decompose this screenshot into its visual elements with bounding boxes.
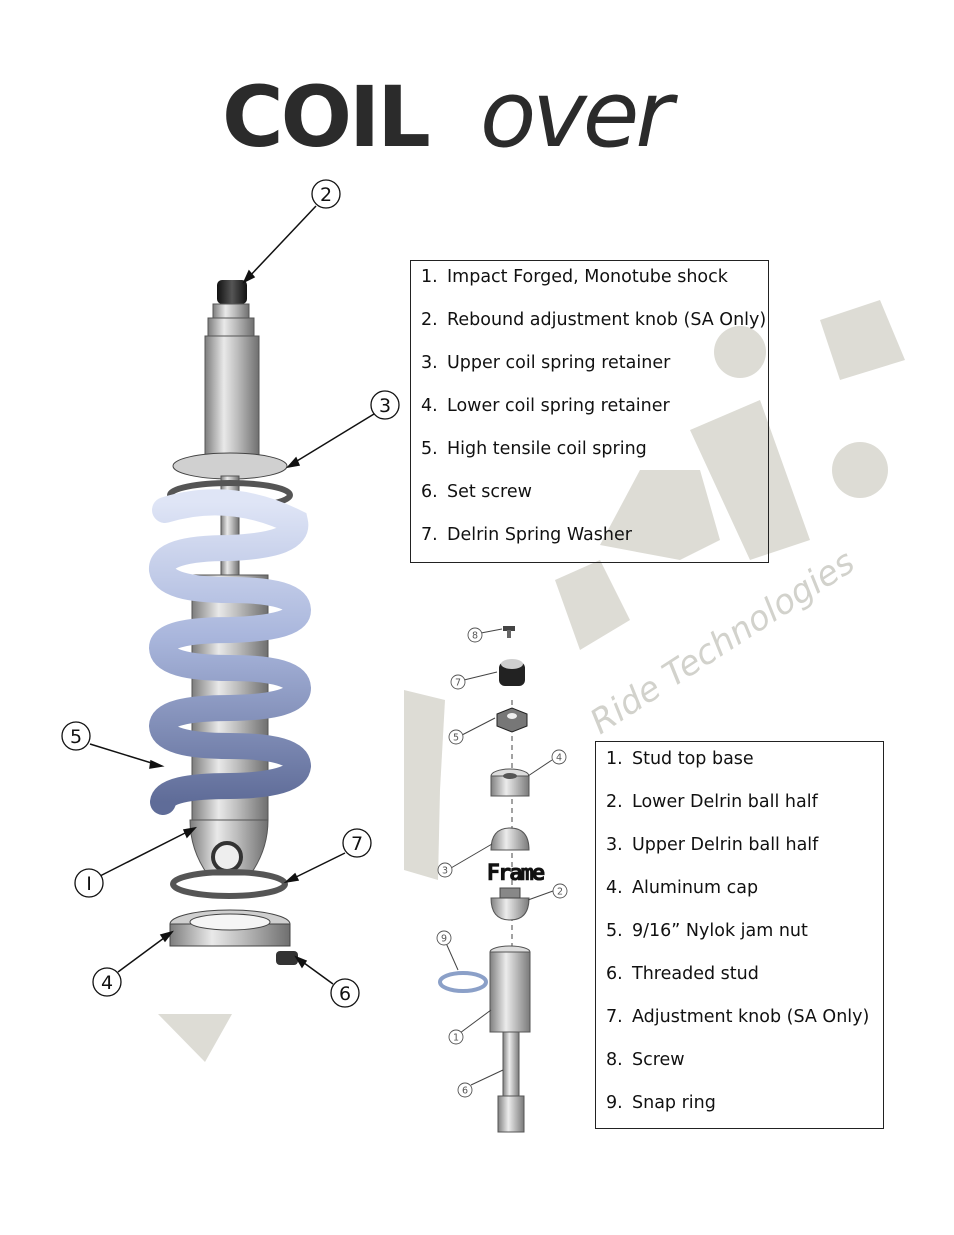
watermark-shape	[555, 560, 630, 650]
watermark-text: Ride Technologies	[583, 542, 862, 742]
mount-screw	[503, 626, 515, 631]
mount-upper-ball-half	[490, 827, 530, 851]
mount-stud	[502, 1031, 520, 1098]
callout-mount-9: 9	[441, 934, 447, 945]
legend-item: 9.Snap ring	[606, 1093, 716, 1113]
watermark-shape	[404, 790, 440, 880]
legend-item: 1.Stud top base	[606, 749, 754, 769]
stud-mount-illustration: 8 7 5 4 3 2 9 1 6 Frame	[436, 626, 568, 1133]
rebound-knob	[217, 280, 247, 304]
callout-coilover-4: 4	[101, 972, 113, 994]
legend-item: 6.Threaded stud	[606, 964, 759, 984]
mount-cap-hole	[503, 773, 517, 779]
callout-mount-8: 8	[472, 631, 478, 642]
stud-mount-parts-legend: 1.Stud top base 2.Lower Delrin ball half…	[595, 741, 884, 1129]
mount-jam-nut	[496, 707, 528, 733]
callout-mount-6: 6	[462, 1086, 468, 1097]
mount-stud-hex	[497, 1095, 525, 1133]
shock-body-upper	[204, 335, 260, 457]
legend-item: 5.9/16” Nylok jam nut	[606, 921, 808, 941]
legend-item: 4.Lower coil spring retainer	[421, 396, 670, 416]
mount-knob-top	[501, 659, 523, 669]
callout-mount-4: 4	[556, 753, 562, 764]
mount-screw-shank	[507, 630, 511, 638]
callout-coilover-7: 7	[351, 833, 363, 855]
callout-mount-1: 1	[453, 1033, 459, 1044]
mount-nut-hole	[507, 713, 517, 719]
upper-retainer	[172, 452, 288, 480]
legend-item: 7.Delrin Spring Washer	[421, 525, 632, 545]
legend-item: 6.Set screw	[421, 482, 532, 502]
spring-washer-lower	[170, 869, 288, 899]
callout-mount-7: 7	[455, 678, 461, 689]
legend-item: 5.High tensile coil spring	[421, 439, 647, 459]
callout-coilover-2: 2	[320, 184, 332, 206]
callout-coilover-3: 3	[379, 395, 391, 417]
callout-coilover-5: 5	[70, 726, 82, 748]
logo-italic-text: over	[480, 66, 678, 162]
lower-retainer-hole	[189, 913, 271, 931]
watermark-shape	[690, 400, 810, 560]
coilover-logo: COIL over	[222, 66, 682, 162]
legend-item: 2.Rebound adjustment knob (SA Only)	[421, 310, 767, 330]
set-screw	[276, 951, 298, 965]
callout-mount-5: 5	[453, 733, 459, 744]
coil-spring	[148, 489, 312, 815]
shock-top-eye	[207, 317, 255, 339]
frame-label: Frame	[487, 861, 545, 886]
coilover-parts-legend: 1.Impact Forged, Monotube shock 2.Reboun…	[410, 260, 769, 563]
legend-item: 7.Adjustment knob (SA Only)	[606, 1007, 870, 1027]
mount-lower-ball-nut	[499, 887, 521, 899]
legend-item: 2.Lower Delrin ball half	[606, 792, 818, 812]
mount-stud-base	[489, 951, 531, 1033]
legend-item: 3.Upper Delrin ball half	[606, 835, 819, 855]
watermark-shape	[158, 1014, 232, 1062]
legend-item: 4.Aluminum cap	[606, 878, 759, 898]
watermark-shape	[820, 300, 905, 380]
legend-item: 1.Impact Forged, Monotube shock	[421, 267, 728, 287]
callout-coilover-1: I	[86, 873, 92, 895]
logo-bold-text: COIL	[222, 68, 429, 162]
callout-mount-3: 3	[442, 866, 448, 877]
legend-item: 3.Upper coil spring retainer	[421, 353, 671, 373]
watermark-shape	[714, 326, 766, 378]
shock-eye-bushing	[211, 841, 243, 873]
watermark-shape	[832, 442, 888, 498]
callout-mount-2: 2	[557, 887, 563, 898]
legend-item: 8.Screw	[606, 1050, 685, 1070]
coilover-illustration: 2 3 5 I 7 4 6	[61, 179, 400, 1008]
mount-snap-ring	[438, 971, 488, 993]
watermark-shape	[600, 470, 720, 560]
mount-lower-ball-half	[490, 897, 530, 921]
callout-coilover-6: 6	[339, 983, 351, 1005]
watermark-shape	[404, 690, 445, 790]
